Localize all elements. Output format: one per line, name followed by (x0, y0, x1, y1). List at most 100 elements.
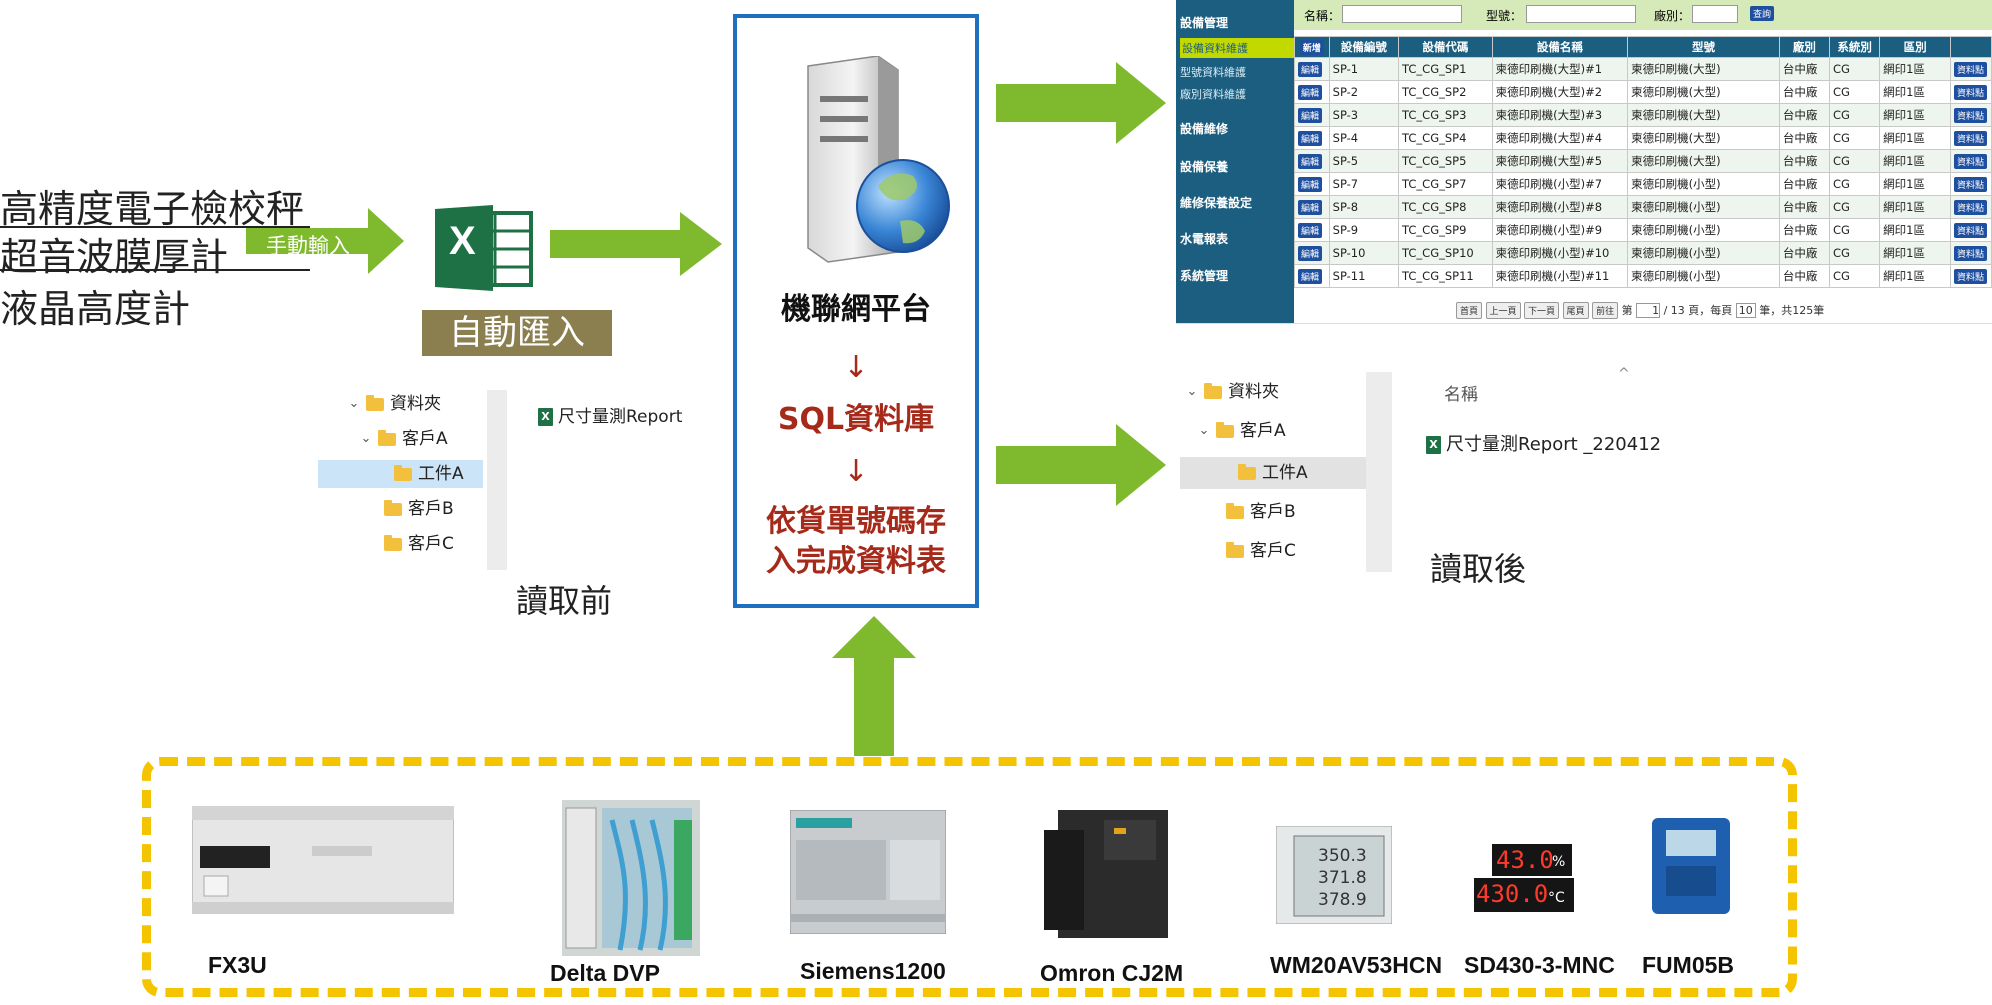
device-label: Siemens1200 (800, 958, 946, 984)
per-page-select[interactable]: 10 (1735, 303, 1756, 318)
tree-item[interactable]: ⌄客戶A (358, 425, 448, 453)
sd430-unit: % (1552, 854, 1566, 870)
table-cell: TC_CG_SP10 (1398, 241, 1493, 265)
table-cell: CG (1828, 149, 1881, 173)
menu-item[interactable]: 廠別資料維護 (1180, 88, 1246, 101)
table-cell: 台中廠 (1778, 241, 1831, 265)
tree-item[interactable]: 客戶C (384, 530, 454, 558)
table-cell: 柬德印刷機(小型)#11 (1491, 264, 1629, 288)
folder-icon (1226, 502, 1244, 519)
first-page-button[interactable]: 首頁 (1456, 302, 1483, 319)
wm20-reading: 371.8 (1318, 868, 1367, 888)
factory-select[interactable] (1692, 5, 1738, 23)
edit-button[interactable]: 編輯 (1298, 199, 1323, 215)
divider (0, 226, 310, 228)
menu-item[interactable]: 設備保養 (1180, 160, 1229, 174)
table-cell: 網印1區 (1879, 126, 1952, 150)
table-cell: 台中廠 (1778, 103, 1831, 127)
data-point-button[interactable]: 資料點 (1954, 176, 1988, 192)
goto-page-button[interactable]: 前往 (1592, 302, 1619, 319)
edit-button[interactable]: 編輯 (1298, 84, 1323, 100)
edit-button[interactable]: 編輯 (1298, 245, 1323, 261)
server-icon (807, 56, 950, 263)
table-cell: 台中廠 (1778, 264, 1831, 288)
table-cell: TC_CG_SP9 (1398, 218, 1493, 242)
page-input[interactable]: 1 (1636, 303, 1661, 318)
tree-item[interactable]: 客戶B (384, 495, 454, 523)
data-point-button[interactable]: 資料點 (1954, 268, 1988, 284)
tree-item-selected[interactable]: 工件A (318, 460, 483, 488)
menu-item-active[interactable]: 設備資料維護 (1180, 38, 1294, 58)
data-point-button[interactable]: 資料點 (1954, 130, 1988, 146)
data-point-button[interactable]: 資料點 (1954, 153, 1988, 169)
edit-button[interactable]: 編輯 (1298, 61, 1323, 77)
device-label: SD430-3-MNC (1464, 952, 1615, 978)
table-cell: SP-7 (1328, 172, 1400, 196)
menu-item[interactable]: 維修保養設定 (1180, 196, 1253, 210)
table-cell: 柬德印刷機(小型)#10 (1491, 241, 1629, 265)
excel-file-icon: X (1426, 436, 1441, 454)
data-point-button[interactable]: 資料點 (1954, 245, 1988, 261)
data-point-button[interactable]: 資料點 (1954, 222, 1988, 238)
column-header: 設備名稱 (1491, 36, 1629, 58)
device-label: FX3U (208, 952, 267, 978)
table-cell: CG (1828, 57, 1881, 81)
data-point-button[interactable]: 資料點 (1954, 199, 1988, 215)
scrollbar[interactable] (1366, 372, 1392, 572)
edit-button[interactable]: 編輯 (1298, 176, 1323, 192)
down-arrow-icon: ↓ (843, 350, 869, 385)
sort-up-icon[interactable]: ^ (1618, 366, 1630, 382)
search-label: 名稱： (1304, 9, 1341, 23)
erp-screenshot: 設備管理 設備資料維護 型號資料維護 廠別資料維護 設備維修 設備保養 維修保養… (1176, 0, 1992, 323)
tree-item-selected[interactable]: 工件A (1180, 457, 1366, 489)
model-select[interactable] (1526, 5, 1636, 23)
menu-item[interactable]: 設備維修 (1180, 122, 1229, 136)
edit-button[interactable]: 編輯 (1298, 222, 1323, 238)
next-page-button[interactable]: 下一頁 (1524, 302, 1560, 319)
name-input[interactable] (1342, 5, 1462, 23)
menu-item[interactable]: 系統管理 (1180, 269, 1229, 283)
table-cell: 柬德印刷機(大型) (1627, 57, 1780, 81)
column-header: 型號 (1627, 36, 1780, 58)
fx3u-plc-image (192, 806, 454, 914)
sd430-unit: °C (1548, 890, 1565, 906)
prev-page-button[interactable]: 上一頁 (1485, 302, 1521, 319)
scrollbar[interactable] (487, 390, 507, 570)
tree-item[interactable]: 客戶B (1226, 498, 1296, 526)
tree-item[interactable]: ⌄資料夾 (1184, 378, 1279, 406)
sd430-display-bottom (1474, 878, 1574, 912)
table-cell: 柬德印刷機(大型) (1627, 80, 1780, 104)
name-column-header[interactable]: 名稱 (1444, 385, 1478, 405)
table-cell: 柬德印刷機(大型) (1627, 103, 1780, 127)
menu-item[interactable]: 型號資料維護 (1180, 66, 1246, 79)
data-point-button[interactable]: 資料點 (1954, 84, 1988, 100)
tree-item[interactable]: 客戶C (1226, 537, 1296, 565)
tree-item[interactable]: ⌄資料夾 (346, 390, 441, 418)
menu-item[interactable]: 水電報表 (1180, 232, 1229, 246)
instrument-thickness-gauge: 超音波膜厚計 (0, 235, 229, 279)
last-page-button[interactable]: 尾頁 (1562, 302, 1589, 319)
table-cell: 柬德印刷機(大型)#3 (1491, 103, 1629, 127)
column-header: 系統別 (1828, 36, 1881, 58)
omron-cj2m-image (1044, 810, 1168, 938)
chevron-down-icon: ⌄ (348, 396, 360, 411)
add-button[interactable]: 新增 (1299, 39, 1324, 55)
edit-button[interactable]: 編輯 (1298, 153, 1323, 169)
edit-button[interactable]: 編輯 (1298, 268, 1323, 284)
menu-item[interactable]: 設備管理 (1180, 16, 1229, 30)
edit-button[interactable]: 編輯 (1298, 130, 1323, 146)
tree-item[interactable]: ⌄客戶A (1196, 417, 1286, 445)
column-header: 區別 (1879, 36, 1952, 58)
data-point-button[interactable]: 資料點 (1954, 61, 1988, 77)
table-cell: 台中廠 (1778, 172, 1831, 196)
data-point-button[interactable]: 資料點 (1954, 107, 1988, 123)
table-cell: CG (1828, 80, 1881, 104)
search-button[interactable]: 查詢 (1750, 6, 1775, 21)
edit-button[interactable]: 編輯 (1298, 107, 1323, 123)
